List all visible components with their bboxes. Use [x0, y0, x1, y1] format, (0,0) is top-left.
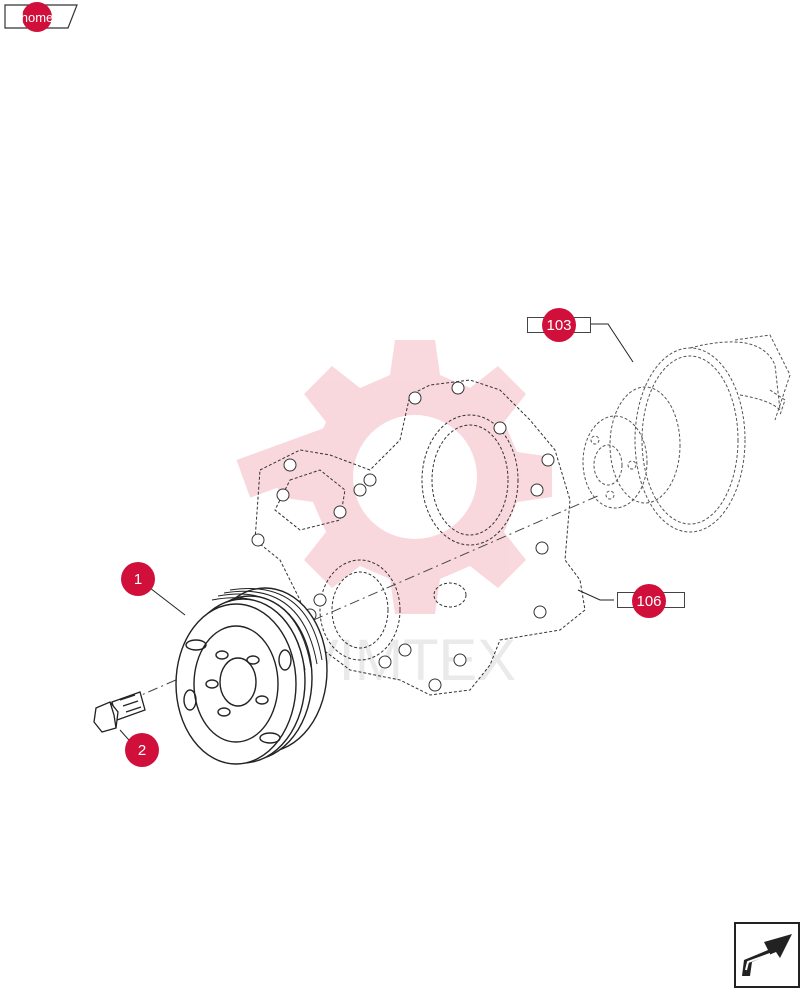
- home-label: home: [21, 2, 53, 32]
- next-page-arrow-icon: [734, 922, 800, 988]
- watermark-text: VIMTEX: [300, 628, 516, 693]
- pulley-grooves: [211, 588, 323, 671]
- callout-103[interactable]: 103: [542, 308, 576, 342]
- callout-1[interactable]: 1: [121, 562, 155, 596]
- callout-2[interactable]: 2: [125, 733, 159, 767]
- pulley-bolt: [93, 691, 146, 733]
- callout-106[interactable]: 106: [632, 584, 666, 618]
- timing-cover-housing: [254, 379, 586, 696]
- crank-pulley: [175, 587, 328, 765]
- next-page-button[interactable]: [734, 922, 800, 988]
- watermark-gear-icon: [236, 340, 552, 614]
- crankshaft-gear-assembly: [582, 334, 791, 533]
- home-button[interactable]: home: [4, 2, 78, 32]
